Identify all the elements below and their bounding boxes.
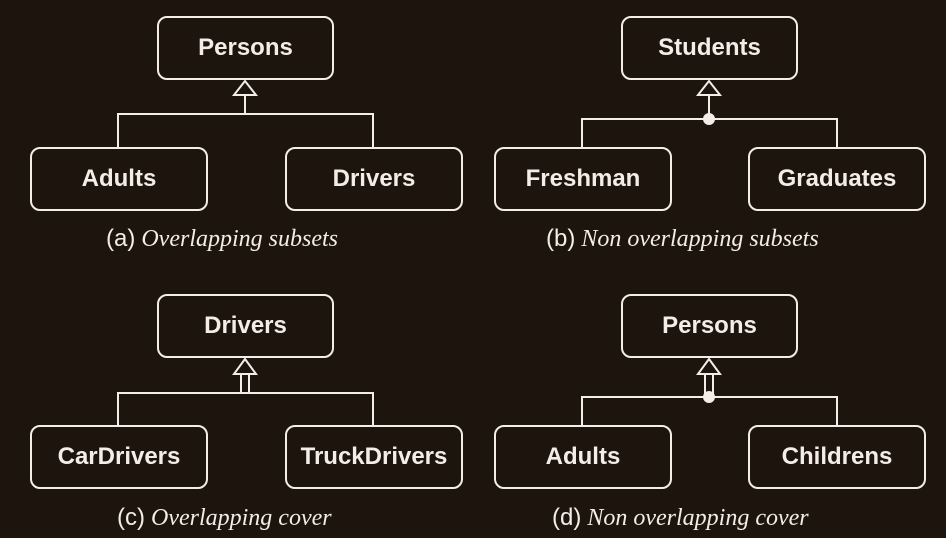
caption-letter: (a) <box>106 225 136 252</box>
connectors-d <box>581 357 838 425</box>
parent-box-b: Students <box>621 16 798 80</box>
child-box-b-left: Freshman <box>494 147 672 211</box>
hollow-arrow-icon <box>695 79 723 96</box>
hollow-arrow-icon <box>696 357 722 375</box>
caption-d: (d) Non overlapping cover <box>552 504 946 532</box>
branch-line <box>117 113 374 147</box>
child-box-d-left: Adults <box>494 425 672 489</box>
caption-text: Overlapping subsets <box>141 226 338 252</box>
hollow-arrow-icon <box>231 79 259 96</box>
child-box-d-right: Childrens <box>748 425 926 489</box>
child-box-b-right: Graduates <box>748 147 926 211</box>
parent-box-d: Persons <box>621 294 798 358</box>
parent-box-c: Drivers <box>157 294 334 358</box>
caption-text: Non overlapping subsets <box>581 226 819 252</box>
parent-box-a: Persons <box>157 16 334 80</box>
hollow-arrow-icon <box>232 357 258 375</box>
caption-text: Overlapping cover <box>150 505 332 531</box>
child-box-c-right: TruckDrivers <box>285 425 463 489</box>
junction-dot-icon <box>703 113 715 125</box>
child-box-a-right: Drivers <box>285 147 463 211</box>
connectors-a <box>117 79 374 147</box>
child-box-a-left: Adults <box>30 147 208 211</box>
caption-letter: (b) <box>546 225 576 252</box>
caption-b: (b) Non overlapping subsets <box>546 225 946 253</box>
child-box-c-left: CarDrivers <box>30 425 208 489</box>
junction-dot-icon <box>703 391 715 403</box>
branch-line <box>117 392 374 425</box>
connectors-c <box>117 357 374 425</box>
caption-letter: (c) <box>117 504 145 531</box>
caption-letter: (d) <box>552 504 582 531</box>
caption-c: (c) Overlapping cover <box>117 504 946 532</box>
caption-a: (a) Overlapping subsets <box>106 225 946 253</box>
caption-text: Non overlapping cover <box>587 505 809 531</box>
connectors-b <box>581 79 838 147</box>
